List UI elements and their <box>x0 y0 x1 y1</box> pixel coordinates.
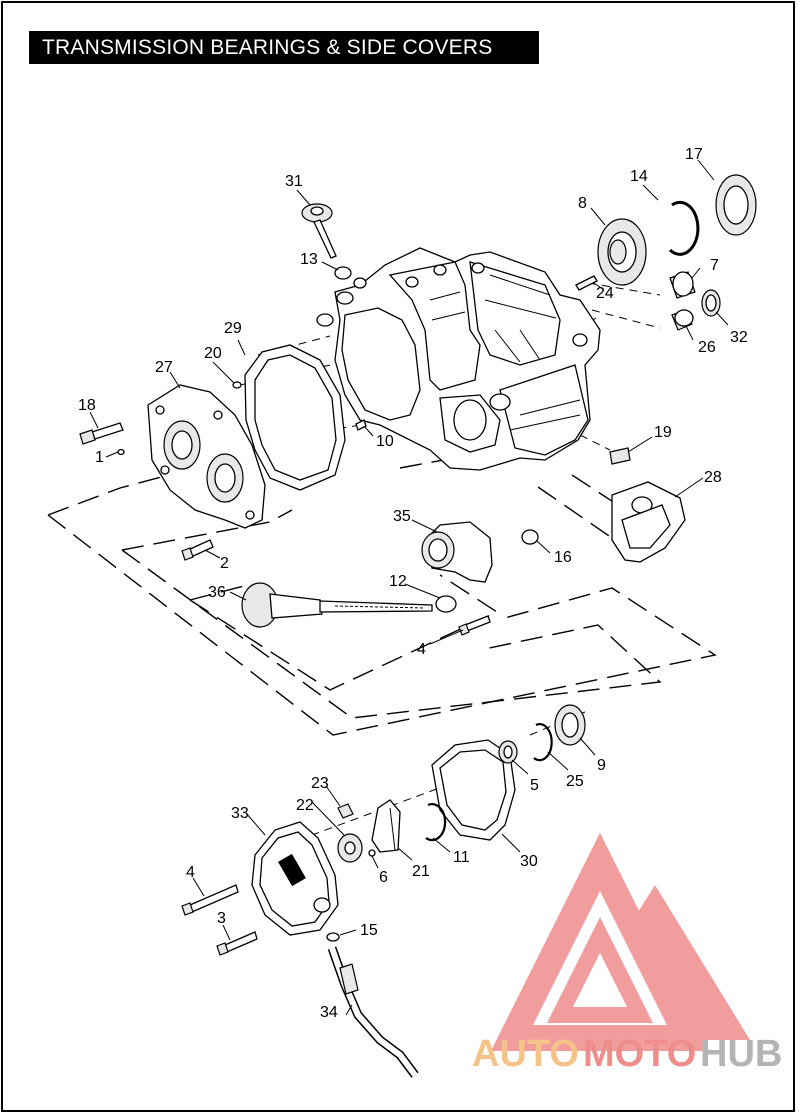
callout-13: 13 <box>300 251 318 268</box>
callout-16: 16 <box>554 549 572 566</box>
o-ring-part-13 <box>334 266 352 280</box>
dowel-part-1 <box>117 448 125 456</box>
callout-8: 8 <box>578 195 587 212</box>
callout-leader-lines <box>89 159 729 1016</box>
callout-4-upper: 4 <box>417 641 426 658</box>
callout-30: 30 <box>520 853 538 870</box>
callout-31: 31 <box>285 173 303 190</box>
gasket-part-28 <box>611 481 686 563</box>
callout-10: 10 <box>376 433 394 450</box>
callout-12: 12 <box>389 573 407 590</box>
callout-20: 20 <box>204 345 222 362</box>
callout-2: 2 <box>220 555 229 572</box>
callout-27: 27 <box>155 359 173 376</box>
callout-7: 7 <box>710 257 719 274</box>
bolt-part-3 <box>216 931 258 956</box>
dipstick-part-36 <box>241 582 433 628</box>
watermark-text: AUTO MOTO HUB <box>472 1033 782 1075</box>
o-ring-part-16 <box>521 529 539 545</box>
watermark-auto: AUTO <box>472 1033 579 1075</box>
callout-numbers: 31 13 8 14 17 7 24 26 32 29 20 27 18 1 1… <box>78 146 748 1021</box>
lever-part-21 <box>371 799 401 853</box>
dowel-part-20 <box>232 381 242 389</box>
retaining-ring-part-14 <box>668 200 700 256</box>
page-title: TRANSMISSION BEARINGS & SIDE COVERS <box>29 31 539 64</box>
dowel-part-10 <box>355 419 367 431</box>
dowel-part-24 <box>575 275 598 291</box>
needle-bearing-part-7 <box>669 271 696 299</box>
bolt-part-18 <box>79 422 124 445</box>
callout-1: 1 <box>95 449 104 466</box>
callout-5: 5 <box>530 777 539 794</box>
cable-part-34 <box>327 946 419 1078</box>
pin-part-6 <box>368 849 376 857</box>
callout-24: 24 <box>596 285 614 302</box>
callout-22: 22 <box>296 797 314 814</box>
bolt-part-4-lower <box>181 884 239 916</box>
callout-15: 15 <box>360 922 378 939</box>
callout-33: 33 <box>231 805 249 822</box>
callout-9: 9 <box>597 757 606 774</box>
bolt-part-2 <box>181 539 214 561</box>
callout-29: 29 <box>224 320 242 337</box>
o-ring-part-12 <box>435 595 457 613</box>
callout-4-lower: 4 <box>186 864 195 881</box>
gasket-inner-30 <box>439 749 507 831</box>
callout-28: 28 <box>704 469 722 486</box>
vent-fitting-part-31 <box>301 203 337 259</box>
callout-23: 23 <box>311 775 329 792</box>
callout-17: 17 <box>685 146 703 163</box>
callout-11: 11 <box>453 849 470 866</box>
retaining-ring-part-25 <box>533 723 553 762</box>
bearing-housing-part-27 <box>147 384 266 529</box>
seal-part-17 <box>715 174 757 236</box>
bearing-part-5 <box>498 740 518 764</box>
watermark-hub: HUB <box>700 1033 782 1075</box>
bearing-part-9 <box>554 704 586 746</box>
dowel-part-19 <box>609 447 631 465</box>
bushing-part-26 <box>671 309 694 331</box>
housing-part-35 <box>421 521 493 583</box>
assembly-guide-lines <box>47 282 717 846</box>
callout-3: 3 <box>217 910 226 927</box>
bolt-part-4-upper <box>458 615 491 636</box>
callout-25: 25 <box>566 773 584 790</box>
watermark-moto: MOTO <box>583 1033 696 1075</box>
callout-18: 18 <box>78 397 96 414</box>
retaining-ring-part-11 <box>425 803 447 842</box>
screw-part-23 <box>337 803 354 819</box>
watermark-logo-icon <box>490 832 750 1051</box>
callout-34: 34 <box>320 1004 338 1021</box>
callout-21: 21 <box>412 863 430 880</box>
o-ring-part-15 <box>326 932 340 942</box>
callout-6: 6 <box>379 869 388 886</box>
callout-19: 19 <box>654 424 672 441</box>
callout-35: 35 <box>393 508 411 525</box>
callout-36: 36 <box>208 584 226 601</box>
bearing-part-8 <box>597 218 647 286</box>
callout-32: 32 <box>730 329 748 346</box>
callout-26: 26 <box>698 339 716 356</box>
callout-14: 14 <box>630 168 648 185</box>
gasket-inner-29 <box>254 354 337 481</box>
seal-part-32 <box>701 289 721 317</box>
side-cover-part-33 <box>251 821 339 936</box>
washer-part-22 <box>337 833 363 863</box>
transmission-case <box>316 247 601 471</box>
